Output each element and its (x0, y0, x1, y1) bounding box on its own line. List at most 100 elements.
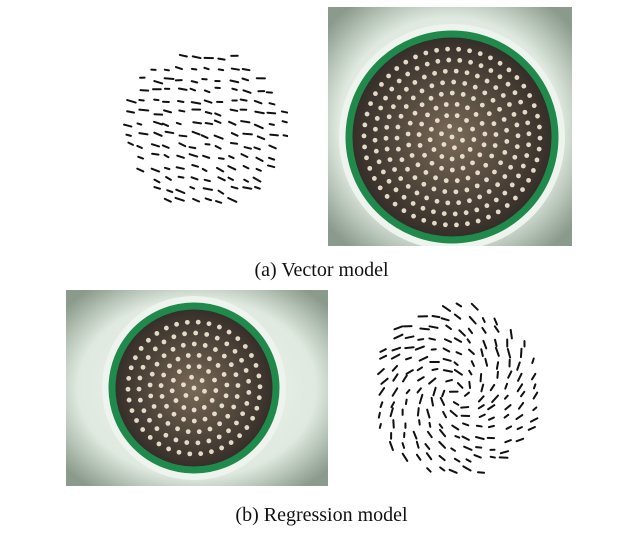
vector-mark (453, 368, 463, 376)
vector-mark (268, 144, 277, 150)
vector-mark (438, 440, 447, 449)
vector-mark (466, 338, 471, 344)
vector-mark (442, 347, 451, 353)
vector-mark (242, 186, 253, 190)
vector-mark (415, 453, 422, 461)
vector-mark (489, 455, 496, 459)
vector-mark (190, 67, 198, 71)
vector-mark (214, 112, 222, 117)
vector-mark (163, 166, 171, 171)
vector-mark (404, 346, 415, 350)
vector-mark (228, 120, 237, 126)
sensor-image-b (66, 290, 328, 486)
vector-mark (453, 313, 462, 320)
vector-mark (393, 333, 404, 340)
vector-mark (153, 80, 164, 85)
vector-mark (532, 391, 539, 400)
vector-mark (202, 187, 214, 191)
vector-mark (440, 317, 450, 322)
vector-mark (426, 430, 433, 439)
vector-mark (494, 346, 500, 357)
vector-mark (480, 383, 485, 393)
vector-mark (380, 377, 389, 385)
vector-mark (504, 394, 509, 400)
vector-mark (242, 132, 253, 136)
vector-mark (389, 407, 394, 418)
vector-mark (126, 110, 136, 114)
vector-mark (428, 325, 439, 329)
vector-mark (254, 185, 261, 190)
vector-field-a (118, 38, 288, 218)
vector-mark (256, 135, 266, 141)
vector-mark (228, 155, 235, 160)
vector-mark (519, 347, 523, 359)
vector-mark (203, 178, 211, 183)
vector-mark (231, 87, 238, 91)
vector-mark (468, 348, 475, 356)
vector-mark (418, 419, 421, 426)
vector-mark (451, 424, 460, 431)
vector-mark (527, 426, 536, 431)
vector-mark (445, 324, 452, 330)
vector-mark (136, 167, 145, 173)
vector-mark (243, 178, 250, 183)
vector-mark (268, 102, 276, 106)
vector-mark (391, 364, 399, 372)
vector-mark (460, 406, 470, 409)
vector-mark (493, 317, 498, 326)
vector-mark (448, 468, 458, 474)
vector-mark (215, 200, 223, 204)
vector-mark (417, 376, 425, 382)
vector-mark (217, 57, 226, 61)
vector-mark (432, 386, 437, 397)
vector-mark (424, 443, 431, 450)
vector-mark (478, 413, 486, 418)
vector-mark (138, 98, 145, 102)
vector-mark (441, 305, 452, 312)
vector-mark (517, 372, 523, 382)
vector-mark (516, 426, 523, 431)
vector-mark (392, 373, 399, 382)
vector-mark (163, 77, 175, 80)
vector-mark (255, 167, 262, 172)
vector-mark (509, 328, 513, 340)
vector-mark (516, 383, 524, 393)
vector-mark (217, 176, 226, 182)
vector-mark (416, 366, 423, 372)
vector-mark (204, 121, 214, 126)
vector-mark (229, 142, 239, 145)
vector-mark (453, 457, 461, 463)
caption-vector-model: (a) Vector model (254, 259, 389, 281)
vector-mark (241, 68, 251, 72)
vector-mark (230, 185, 239, 190)
vector-mark (494, 338, 498, 348)
vector-mark (520, 390, 526, 398)
vector-mark (482, 339, 488, 350)
vector-mark (453, 361, 459, 367)
vector-mark (174, 196, 185, 202)
vector-mark (401, 442, 406, 449)
vector-mark (242, 89, 252, 94)
vector-mark (515, 437, 525, 443)
vector-mark (438, 428, 447, 438)
vector-mark (213, 119, 222, 124)
vector-mark (241, 77, 250, 82)
vector-mark (203, 66, 210, 71)
vector-mark (161, 122, 170, 127)
vector-mark (475, 446, 483, 449)
vector-mark (266, 164, 276, 169)
vector-mark (443, 338, 453, 344)
vector-mark (475, 424, 483, 428)
vector-mark (418, 355, 429, 362)
vector-mark (200, 134, 209, 139)
vector-mark (190, 176, 199, 181)
vector-mark (405, 369, 414, 375)
vector-mark (391, 387, 399, 397)
vector-mark (217, 189, 225, 195)
vector-mark (476, 471, 486, 474)
vector-mark (165, 176, 172, 181)
vector-mark (463, 391, 470, 397)
vector-mark (390, 401, 396, 409)
vector-mark (415, 440, 420, 449)
vector-mark (191, 163, 200, 168)
